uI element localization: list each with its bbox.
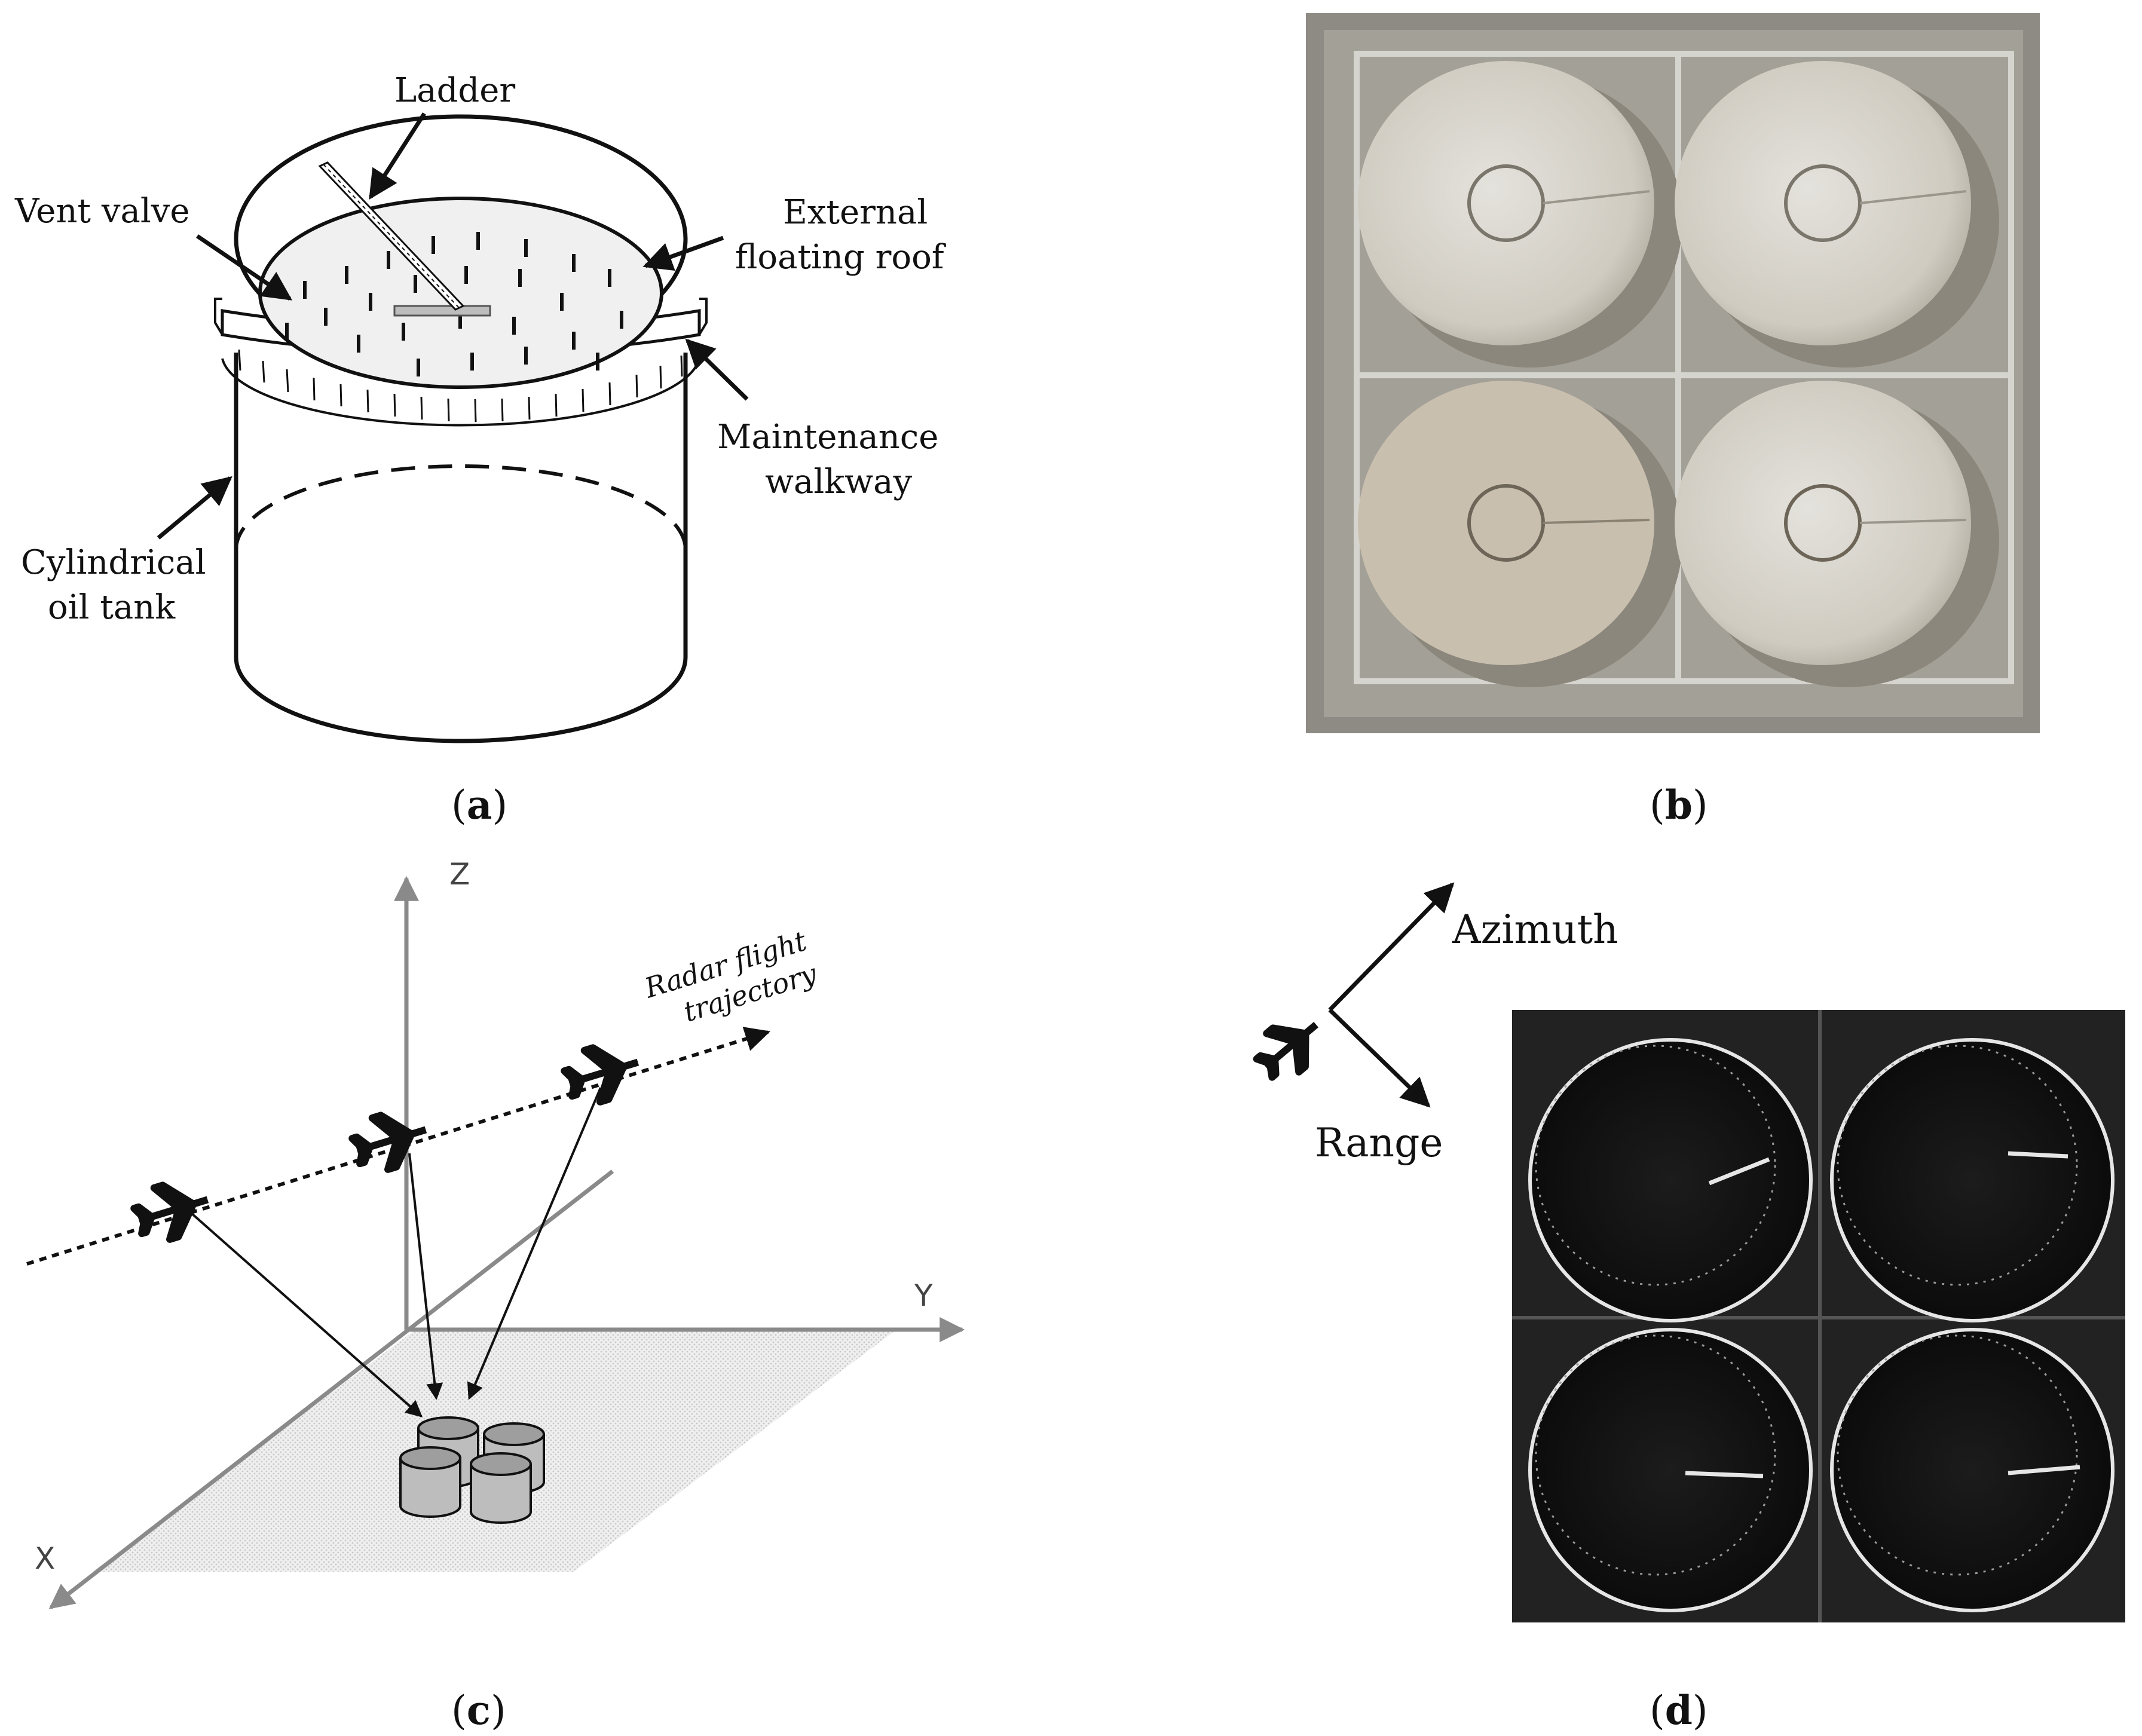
caption-c: (c) <box>451 1687 506 1734</box>
walkway-ticks <box>238 349 683 422</box>
floating-roof-arrow <box>642 235 724 271</box>
azimuth-label: Azimuth <box>1452 907 1618 953</box>
vent-valves <box>285 232 623 376</box>
panel-c-geometry: Z Y X Radar flight trajectory <box>26 857 965 1609</box>
y-axis-label: Y <box>914 1278 933 1313</box>
ladder-arrow <box>369 112 426 200</box>
aerial-tank-3 <box>1358 381 1682 687</box>
azimuth-arrow <box>1328 882 1455 1012</box>
cylinder-arrow <box>157 476 232 540</box>
signal-ray <box>408 1153 443 1400</box>
range-label: Range <box>1315 1120 1443 1166</box>
aerial-tank-1 <box>1358 61 1682 368</box>
vent-valve-label: Vent valve <box>14 192 190 231</box>
signal-ray <box>467 1087 602 1400</box>
sar-tank-3 <box>1528 1328 1813 1612</box>
cylindrical-label-1: Cylindrical <box>21 543 206 582</box>
vent-valve-arrow <box>196 234 293 301</box>
panel-d-sar: Azimuth Range <box>1253 882 2125 1622</box>
cylindrical-label-2: oil tank <box>48 588 176 627</box>
tank-body <box>234 353 688 743</box>
sar-tank-4 <box>1830 1328 2115 1612</box>
airplane-icon <box>561 1044 639 1106</box>
external-roof-label-2: floating roof <box>735 238 947 277</box>
caption-a: (a) <box>451 782 507 828</box>
walkway-arrow <box>685 338 749 401</box>
ladder-label: Ladder <box>394 71 515 110</box>
caption-b: (b) <box>1650 782 1708 828</box>
ladder-graphic <box>318 161 465 311</box>
z-axis-label: Z <box>449 857 470 892</box>
range-arrow <box>1328 1008 1431 1108</box>
tank-hidden-bottom-edge <box>234 464 687 550</box>
maintenance-label-2: walkway <box>765 463 912 501</box>
ground-tanks <box>399 1416 545 1524</box>
aerial-tank-2 <box>1675 61 1999 368</box>
airplane-icon <box>1253 1022 1318 1081</box>
x-axis <box>48 1169 614 1609</box>
airplane-icon <box>348 1112 427 1173</box>
roof-platform <box>393 305 491 317</box>
caption-d: (d) <box>1650 1687 1708 1734</box>
sar-tank-1 <box>1528 1038 1813 1322</box>
maintenance-label-1: Maintenance <box>717 418 938 457</box>
airplane-icon <box>130 1181 209 1243</box>
external-roof-label-1: External <box>783 193 928 232</box>
signal-ray <box>190 1212 423 1417</box>
floating-roof <box>258 197 663 389</box>
aerial-tank-4 <box>1675 381 1999 687</box>
sar-tank-2 <box>1830 1038 2115 1322</box>
panel-a-tank-diagram: Ladder Vent valve External floating roof… <box>14 71 947 743</box>
panel-b-aerial-photo <box>1306 13 2040 733</box>
x-axis-label: X <box>35 1541 55 1576</box>
